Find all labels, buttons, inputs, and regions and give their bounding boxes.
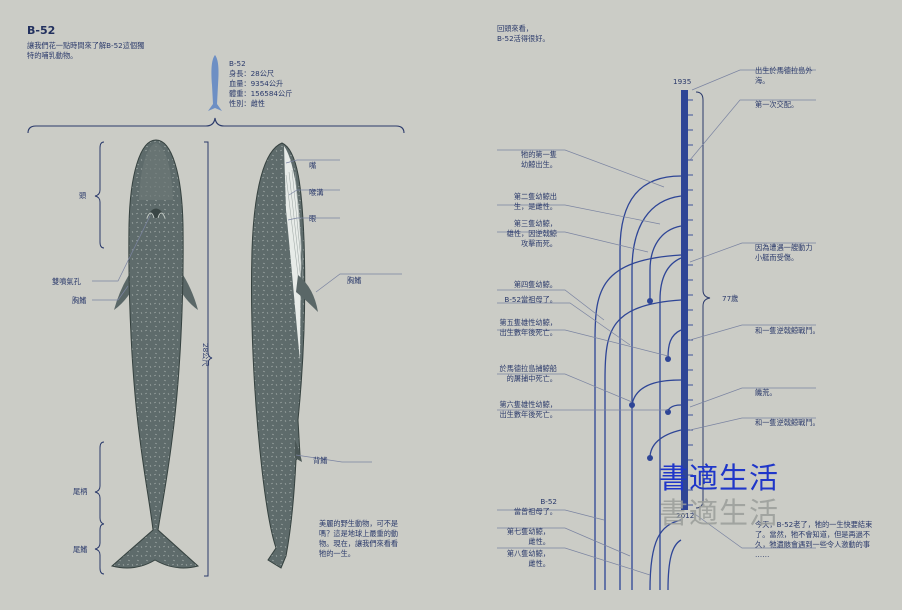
event-orca-fight-2: 和一隻逆戟鯨戰鬥。 (755, 418, 820, 427)
lineage-death-dots (629, 298, 671, 461)
closing-line-1: 美麗的野生動物，可不是 (319, 519, 399, 528)
left-leader-lines (92, 159, 402, 463)
right-closing-line-2: 了。當然，牠不會知道，但是再過不 (755, 530, 871, 539)
intro-line-1: 讓我們花一點時間來了解B-52這個獨 (27, 41, 145, 50)
closing-line-4: 牠的一生。 (319, 549, 355, 558)
year-start: 1935 (673, 77, 692, 86)
right-intro-line-1: 回頭來看， (497, 24, 533, 33)
event-boat-injury: 因為遭遇一艘動力小艇而受傷。 (755, 243, 813, 262)
whale-front-view (110, 139, 200, 569)
right-closing-line-4: …… (755, 550, 770, 559)
event-orca-fight-1: 和一隻逆戟鯨戰鬥。 (755, 326, 820, 335)
label-grooves: 喉溝 (309, 188, 324, 197)
event-whaling-death: 於馬德拉島捕鯨船的屠捕中死亡。 (499, 364, 557, 383)
right-intro-line-2: B-52活得很好。 (497, 34, 550, 43)
event-eighth-calf: 第八隻幼鯨，雌性。 (506, 549, 550, 568)
small-whale-icon (208, 55, 222, 111)
event-famine: 饑荒。 (755, 388, 777, 397)
intro-line-2: 特的哺乳動物。 (27, 51, 78, 60)
label-fluke: 尾鰭 (73, 545, 88, 554)
event-fifth-calf: 第五隻雄性幼鯨，出生數年後死亡。 (499, 318, 557, 337)
right-leader-lines (497, 69, 816, 576)
left-braces (94, 141, 213, 577)
spec-blood: 血量：9354公升 (229, 79, 284, 88)
lineage-lines (594, 175, 682, 591)
event-second-calf: 第二隻幼鯨出生，是雌性。 (513, 192, 557, 211)
event-sixth-calf: 第六隻雄性幼鯨，出生數年後死亡。 (499, 400, 557, 419)
spec-length: 身長：28公尺 (229, 69, 275, 78)
label-dorsal: 背鰭 (313, 456, 328, 465)
length-label: 28公尺 (201, 343, 210, 367)
event-first-mating: 第一次交配。 (755, 100, 799, 109)
spec-name: B-52 (229, 59, 246, 68)
spec-weight: 體重：156584公斤 (229, 89, 293, 98)
watermark: 書適生活 (659, 461, 780, 495)
event-third-calf: 第三隻幼鯨，雄性，因逆戟鯨攻擊而死。 (506, 219, 557, 248)
label-blowhole: 雙噴氣孔 (52, 277, 81, 286)
page-title: B-52 (27, 24, 56, 37)
timeline (681, 90, 711, 510)
spec-sex: 性別：雌性 (229, 99, 265, 108)
event-fourth-calf: 第四隻幼鯨。 (513, 280, 557, 289)
label-peduncle: 尾柄 (73, 487, 88, 496)
age-label: 77歲 (722, 294, 739, 303)
right-closing-line-1: 今天，B-52老了，牠的一生快要結束 (755, 520, 873, 529)
watermark-shadow: 書適生活 (659, 496, 780, 530)
event-born-madeira: 出生於馬德拉島外海。 (755, 66, 813, 85)
closing-line-3: 物。現在，讓我們來看看 (319, 539, 399, 548)
top-brace (27, 117, 405, 134)
closing-line-2: 嗎？這是地球上最重的動 (319, 529, 399, 538)
label-mouth: 嘴 (309, 161, 317, 170)
event-first-calf: 牠的第一隻幼鯨出生。 (521, 150, 557, 169)
event-seventh-calf: 第七隻幼鯨，雌性。 (506, 527, 550, 546)
event-grandmother: B-52當祖母了。 (504, 295, 557, 304)
label-eye: 眼 (309, 214, 317, 223)
label-side-flipper: 胸鰭 (347, 276, 362, 285)
year-end: 2012 (676, 511, 695, 520)
whale-side-view (251, 142, 318, 569)
label-head: 頭 (79, 191, 87, 200)
right-closing-line-3: 久，牠遺骸會遇到一些令人激動的事 (755, 540, 871, 549)
label-front-flipper: 胸鰭 (72, 296, 87, 305)
